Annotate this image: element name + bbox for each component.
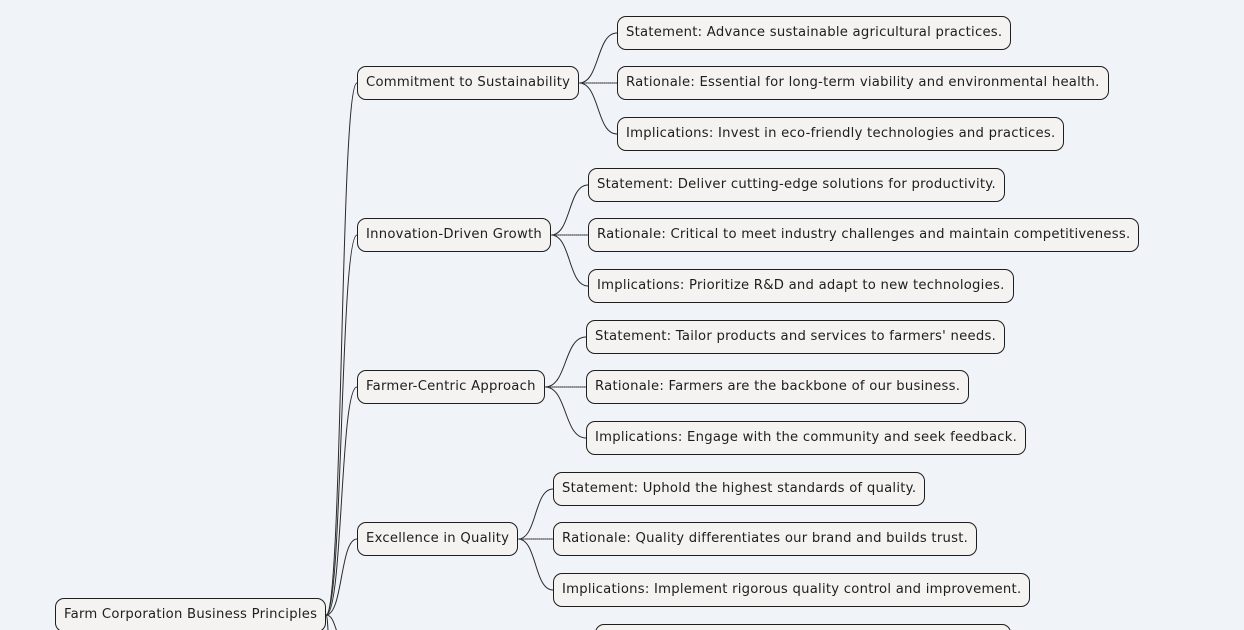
edge-branch-to-leaf (517, 488, 554, 540)
leaf-node-sustainability-implications[interactable]: Implications: Invest in eco-friendly tec… (617, 117, 1065, 151)
edge-branch-to-leaf (578, 82, 618, 135)
leaf-node-innovation-implications[interactable]: Implications: Prioritize R&D and adapt t… (588, 269, 1014, 303)
leaf-node-quality-implications[interactable]: Implications: Implement rigorous quality… (553, 573, 1031, 607)
leaf-node-innovation-rationale[interactable]: Rationale: Critical to meet industry cha… (588, 218, 1140, 252)
leaf-node-quality-rationale[interactable]: Rationale: Quality differentiates our br… (553, 522, 978, 556)
edge-branch-to-leaf (550, 234, 589, 287)
edge-root-offscreen (325, 614, 337, 630)
edge-root-to-branch (325, 234, 358, 616)
edge-root-to-branch (325, 386, 358, 616)
leaf-node-quality-statement[interactable]: Statement: Uphold the highest standards … (553, 472, 926, 506)
edge-branch-to-leaf (517, 538, 554, 591)
leaf-node-farmer-implications[interactable]: Implications: Engage with the community … (586, 421, 1027, 455)
edge-root-to-branch (325, 82, 358, 616)
branch-node-farmer-centric[interactable]: Farmer-Centric Approach (357, 370, 545, 404)
branch-node-sustainability[interactable]: Commitment to Sustainability (357, 66, 580, 100)
edge-root-to-branch (325, 538, 358, 616)
leaf-node-innovation-statement[interactable]: Statement: Deliver cutting-edge solution… (588, 168, 1005, 202)
leaf-node-farmer-statement[interactable]: Statement: Tailor products and services … (586, 320, 1006, 354)
edge-branch-to-leaf (544, 336, 587, 388)
leaf-node-sustainability-rationale[interactable]: Rationale: Essential for long-term viabi… (617, 66, 1109, 100)
leaf-node-sustainability-statement[interactable]: Statement: Advance sustainable agricultu… (617, 16, 1012, 50)
edge-root-offscreen (325, 614, 329, 630)
branch-node-partial-hidden[interactable] (595, 624, 1011, 630)
root-node[interactable]: Farm Corporation Business Principles (55, 598, 327, 630)
leaf-node-farmer-rationale[interactable]: Rationale: Farmers are the backbone of o… (586, 370, 970, 404)
branch-node-quality[interactable]: Excellence in Quality (357, 522, 519, 556)
edge-branch-to-leaf (544, 386, 587, 439)
edge-branch-to-leaf (550, 184, 589, 236)
edge-branch-to-leaf (578, 32, 618, 84)
branch-node-innovation[interactable]: Innovation-Driven Growth (357, 218, 552, 252)
